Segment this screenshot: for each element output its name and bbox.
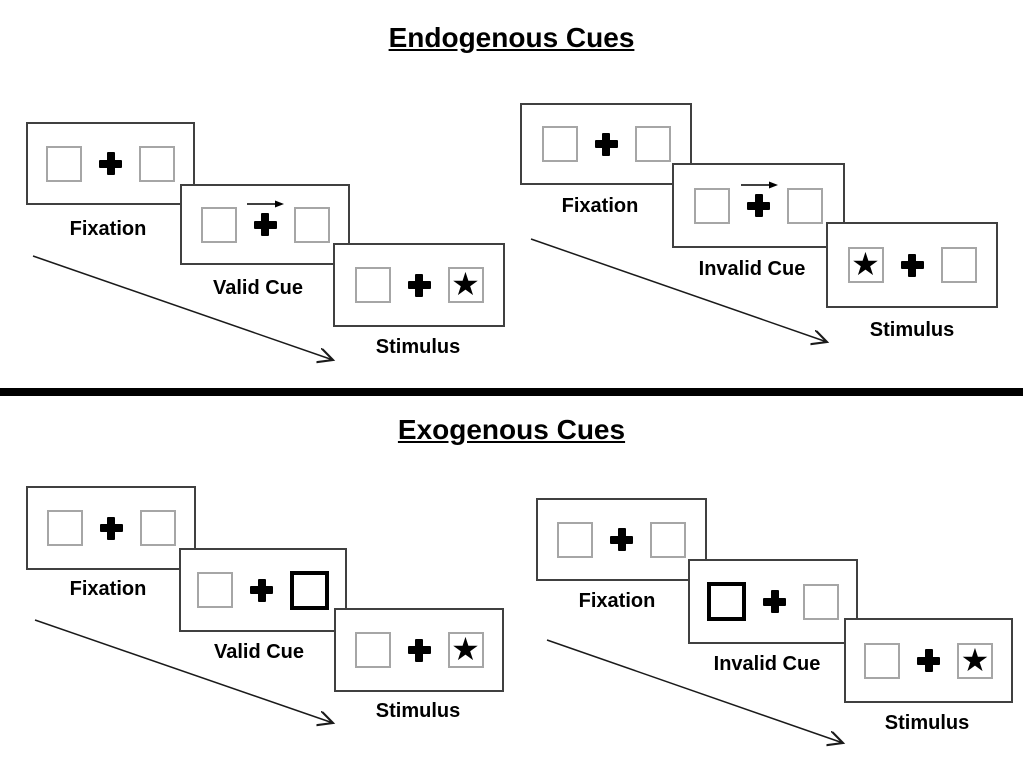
right-placeholder-box [787, 187, 823, 224]
center-area [610, 528, 633, 551]
left-placeholder-box [354, 632, 391, 668]
endogenous-valid-stimulus-panel: ★ [333, 243, 505, 327]
panel-label: Valid Cue [212, 277, 304, 299]
right-target-box: ★ [447, 630, 484, 668]
fixation-cross-icon [900, 253, 924, 277]
left-placeholder-box [694, 187, 730, 224]
fixation-cross-icon [917, 649, 940, 672]
right-placeholder-box [634, 126, 671, 162]
left-placeholder-box [46, 145, 82, 182]
endogenous-invalid-stimulus-panel: ★ [826, 222, 998, 308]
star-icon: ★ [851, 245, 880, 283]
cue-arrow-right-icon [740, 181, 778, 189]
center-area [250, 578, 273, 602]
fixation-cross-icon [250, 578, 273, 602]
star-icon: ★ [960, 640, 990, 679]
section-title-exogenous: Exogenous Cues [397, 414, 626, 445]
timeline-arrow-icon [34, 619, 344, 732]
center-area [407, 638, 431, 662]
right-placeholder-box [293, 206, 330, 243]
center-area [407, 273, 431, 297]
right-placeholder-box [139, 145, 175, 182]
timeline-arrow-icon [546, 639, 854, 752]
left-target-box: ★ [847, 245, 884, 283]
cue-arrow-right-icon [247, 200, 284, 208]
fixation-cross-icon [407, 638, 431, 662]
fixation-cross-icon [594, 132, 618, 156]
center-area [247, 200, 284, 236]
right-placeholder-box [139, 510, 176, 546]
fixation-cross-icon [253, 213, 277, 236]
left-placeholder-box [354, 267, 391, 303]
right-placeholder-box [650, 521, 686, 558]
panel-label: Fixation [561, 195, 639, 217]
right-target-box: ★ [957, 640, 993, 679]
right-target-box: ★ [447, 265, 484, 303]
panel-label: Stimulus [375, 336, 461, 358]
right-cue-box-highlighted [290, 570, 329, 610]
endogenous-valid-fixation-panel [26, 122, 195, 205]
left-cue-box-highlighted [707, 582, 746, 621]
left-placeholder-box [541, 126, 578, 162]
fixation-cross-icon [407, 273, 431, 297]
center-area [917, 649, 940, 672]
left-placeholder-box [557, 521, 593, 558]
fixation-cross-icon [747, 194, 770, 217]
fixation-cross-icon [99, 152, 122, 175]
panel-label: Invalid Cue [698, 258, 806, 280]
star-icon: ★ [451, 265, 480, 303]
center-area [99, 152, 122, 175]
exogenous-invalid-fixation-panel [536, 498, 707, 581]
endogenous-invalid-cue-panel [672, 163, 845, 248]
right-placeholder-box [940, 247, 977, 283]
left-placeholder-box [46, 510, 83, 546]
star-icon: ★ [451, 630, 480, 668]
timeline-arrow-icon [530, 238, 838, 351]
panel-label: Fixation [69, 218, 147, 240]
exogenous-valid-fixation-panel [26, 486, 196, 570]
exogenous-invalid-cue-panel [688, 559, 858, 644]
left-placeholder-box [200, 206, 237, 243]
panel-label: Stimulus [375, 700, 461, 722]
left-placeholder-box [197, 572, 233, 608]
panel-label: Stimulus [869, 319, 955, 341]
panel-label: Invalid Cue [713, 653, 821, 675]
panel-label: Fixation [578, 590, 656, 612]
center-area [594, 132, 618, 156]
section-divider [0, 388, 1023, 396]
fixation-cross-icon [99, 516, 123, 540]
right-placeholder-box [803, 583, 839, 620]
center-area [740, 181, 778, 217]
endogenous-valid-cue-panel [180, 184, 350, 265]
left-placeholder-box [864, 642, 900, 679]
exogenous-valid-stimulus-panel: ★ [334, 608, 504, 692]
panel-label: Valid Cue [213, 641, 305, 663]
center-area [763, 590, 786, 613]
fixation-cross-icon [763, 590, 786, 613]
timeline-arrow-icon [32, 255, 344, 370]
panel-label: Stimulus [884, 712, 970, 734]
endogenous-invalid-fixation-panel [520, 103, 692, 185]
exogenous-invalid-stimulus-panel: ★ [844, 618, 1013, 703]
exogenous-valid-cue-panel [179, 548, 347, 632]
center-area [99, 516, 123, 540]
panel-label: Fixation [69, 578, 147, 600]
fixation-cross-icon [610, 528, 633, 551]
section-title-endogenous: Endogenous Cues [388, 22, 635, 53]
center-area [900, 253, 924, 277]
